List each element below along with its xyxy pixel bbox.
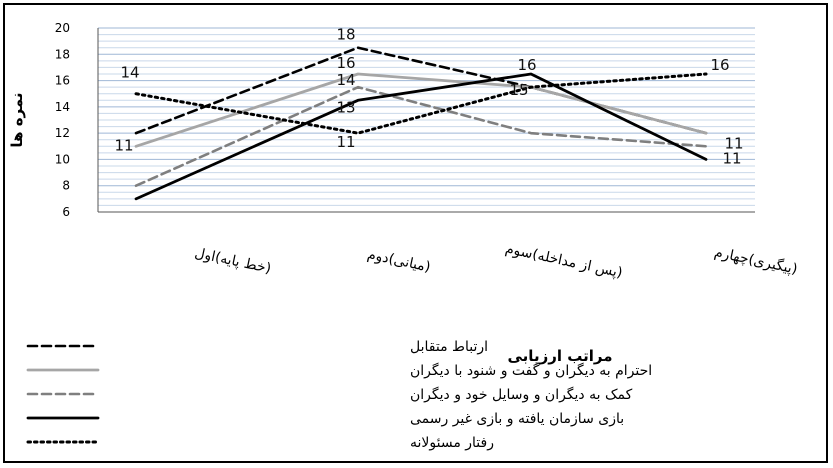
legend-label: ارتباط متقابل	[410, 339, 488, 355]
series-line	[134, 72, 708, 135]
data-label: 13	[336, 98, 355, 116]
data-label: 14	[120, 64, 139, 82]
x-category-label: (میانی)دوم	[366, 247, 432, 276]
legend: ارتباط متقابل احترام به دیگران و گفت و شن…	[26, 339, 652, 451]
y-tick-label: 12	[55, 126, 70, 140]
data-labels: 18 11 16 15 14 11 13 16 11 14 11 16	[114, 26, 743, 168]
x-category-label: (پس از مداخله)سوم	[504, 241, 624, 281]
data-label: 11	[724, 134, 743, 152]
y-tick-label: 20	[55, 21, 70, 35]
legend-label: بازی سازمان یافته و بازی غیر رسمی	[410, 411, 624, 427]
data-label: 16	[710, 56, 729, 74]
data-label: 16	[517, 56, 536, 74]
x-category-label: (پیگیری)چهارم	[713, 243, 799, 277]
legend-label: رفتار مسئولانه	[410, 435, 494, 451]
legend-label: احترام به دیگران و گفت و شنود با دیگران	[410, 362, 652, 379]
data-label: 11	[114, 136, 133, 154]
data-label: 11	[336, 133, 355, 151]
x-axis-categories: (خط پایه)اول (میانی)دوم (پس از مداخله)سوم (…	[193, 241, 799, 281]
data-label: 18	[336, 26, 355, 44]
data-label: 15	[509, 81, 528, 99]
x-category-label: (خط پایه)اول	[193, 245, 272, 277]
data-label: 16	[336, 54, 355, 72]
series-line	[134, 85, 708, 188]
series-line	[134, 72, 708, 148]
data-label: 11	[722, 149, 741, 167]
y-axis-title: نمره ها	[8, 92, 26, 147]
x-axis-title: مراتب ارزیابی	[508, 347, 613, 365]
y-tick-label: 10	[55, 152, 70, 166]
y-tick-label: 8	[62, 179, 70, 193]
y-tick-label: 6	[62, 205, 70, 219]
data-label: 14	[336, 71, 355, 89]
series-lines	[134, 46, 708, 201]
chart-frame	[3, 3, 828, 463]
legend-label: کمک به دیگران و وسایل خود و دیگران	[410, 386, 633, 403]
y-tick-label: 14	[55, 100, 70, 114]
y-tick-label: 18	[55, 47, 70, 61]
series-line	[134, 72, 708, 201]
y-axis: 6 8 10 12 14 16 18 20	[55, 21, 70, 219]
y-tick-label: 16	[55, 74, 70, 88]
